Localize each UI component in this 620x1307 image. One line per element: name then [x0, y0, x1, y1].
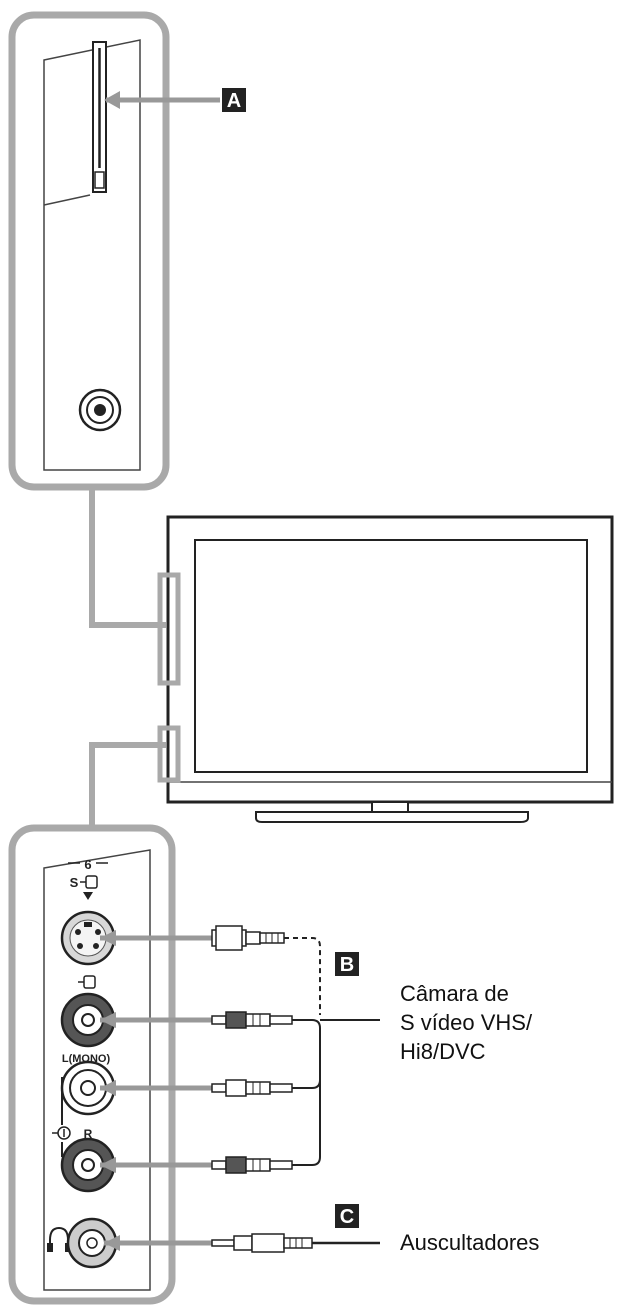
audio-right-label: R [84, 1127, 93, 1141]
video-input-icon [78, 975, 96, 989]
headphone-plug [211, 1233, 313, 1253]
rca-plug-video [211, 1011, 293, 1029]
callout-b-label: B [340, 954, 354, 976]
headphone-icon [49, 1226, 69, 1250]
audio-left-jack [60, 1060, 116, 1116]
svideo-plug [211, 925, 285, 951]
tv-stand [255, 801, 529, 823]
rca-plug-audio-left [211, 1079, 293, 1097]
headphones-label: Auscultadores [400, 1230, 539, 1255]
svideo-prefix-label: S [70, 875, 79, 890]
audio-left-label: L(MONO) [62, 1053, 111, 1065]
connector-line-top [89, 487, 166, 628]
rca-cable-bundle [292, 1019, 380, 1166]
svideo-input-icon [80, 875, 98, 889]
svideo-jack [60, 910, 116, 966]
plug-arrowheads [100, 930, 120, 1251]
callout-b: B [335, 952, 359, 976]
tv-side-panel-highlight [157, 572, 181, 686]
callout-c: C [335, 1204, 359, 1228]
callout-a-label: A [227, 90, 241, 112]
rca-plug-audio-right [211, 1156, 293, 1174]
audio-right-jack [60, 1137, 116, 1193]
callout-a: A [104, 88, 246, 112]
camera-label-line1: Câmara de [400, 981, 509, 1006]
callout-c-label: C [340, 1206, 354, 1228]
connection-lines [100, 935, 212, 1246]
round-jack-icon [78, 388, 122, 432]
television [157, 515, 614, 823]
connector-line-bottom [89, 742, 166, 828]
tv-side-jack-highlight [157, 725, 181, 783]
top-side-panel [8, 11, 170, 491]
svideo-cable [284, 937, 321, 1015]
camera-label-line2: S vídeo VHS/ [400, 1010, 533, 1035]
audio-input-icon [52, 1126, 71, 1140]
camera-label-line3: Hi8/DVC [400, 1039, 486, 1064]
bottom-jack-panel: 6 S L(MONO) [8, 824, 176, 1305]
card-slot [92, 41, 107, 193]
down-arrow-icon [83, 892, 93, 900]
svideo-number-label: 6 [84, 857, 91, 872]
